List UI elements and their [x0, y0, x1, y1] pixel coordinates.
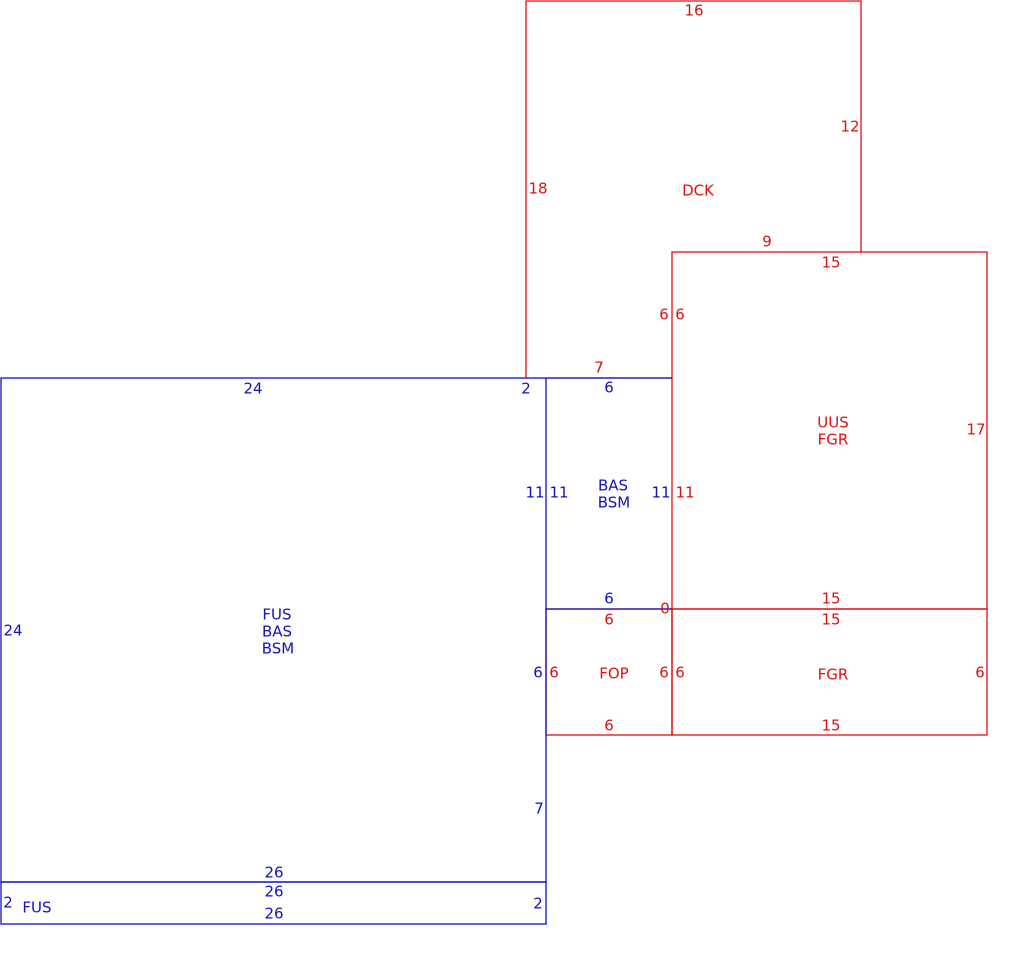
room-uus-name-line1: UUS — [817, 414, 848, 432]
dck-dim-bottom-right: 9 — [762, 233, 772, 251]
uus-dim-top: 15 — [821, 254, 840, 272]
fgr-dim-left: 6 — [675, 664, 685, 682]
uus-dim-left: 11 — [675, 484, 694, 502]
dck-dim-left: 18 — [528, 180, 547, 198]
fus-strip-dim-left: 2 — [3, 894, 13, 912]
room-fus-main-name-line2: BAS — [262, 623, 292, 641]
room-dck-name: DCK — [682, 182, 715, 200]
room-bas-name-line1: BAS — [598, 477, 628, 495]
fop-dim-right: 6 — [659, 664, 669, 682]
dck-dim-right: 12 — [840, 118, 859, 136]
room-fus-main-name-line3: BSM — [262, 640, 295, 658]
bas-dim-left-inner: 11 — [525, 484, 544, 502]
fus-main-dim-left: 24 — [3, 622, 22, 640]
fop-dim-left: 6 — [549, 664, 559, 682]
fus-main-dim-right-low: 7 — [534, 800, 544, 818]
uus-dim-bottom: 15 — [821, 590, 840, 608]
room-dck-outline — [525, 0, 862, 378]
fgr-dim-right: 6 — [975, 664, 985, 682]
room-fop-name: FOP — [599, 665, 628, 683]
bas-dim-left: 11 — [549, 484, 568, 502]
uus-dim-left-upper: 6 — [659, 306, 669, 324]
fus-strip-dim-right: 2 — [533, 895, 543, 913]
fus-strip-dim-bottom: 26 — [264, 905, 283, 923]
fus-strip-dim-top: 26 — [264, 883, 283, 901]
room-fgr-name: FGR — [818, 666, 849, 684]
bas-dim-bottom: 6 — [604, 590, 614, 608]
fus-main-dim-bottom: 26 — [264, 864, 283, 882]
uus-dim-right: 17 — [966, 421, 985, 439]
bas-dim-top: 6 — [604, 379, 614, 397]
room-uus-name-line2: FGR — [818, 431, 849, 449]
fus-main-dim-top: 24 — [243, 380, 262, 398]
fus-main-dim-top-right: 2 — [521, 380, 531, 398]
fop-dim-corner: 0 — [660, 600, 670, 618]
fus-main-dim-right-mid: 6 — [533, 664, 543, 682]
fgr-dim-top: 15 — [821, 611, 840, 629]
fgr-dim-bottom: 15 — [821, 717, 840, 735]
room-fus-strip-name: FUS — [22, 899, 51, 917]
uus-dim-right-upper: 6 — [675, 306, 685, 324]
room-bas-name-line2: BSM — [598, 494, 631, 512]
dck-dim-top: 16 — [684, 2, 703, 20]
room-fus-strip-outline — [0, 881, 547, 925]
dck-dim-bottom-left: 7 — [594, 359, 604, 377]
room-fus-main-name-line1: FUS — [262, 606, 291, 624]
fop-dim-bottom: 6 — [604, 717, 614, 735]
room-fgr-outline — [671, 608, 988, 736]
bas-dim-right: 11 — [651, 484, 670, 502]
fop-dim-top: 6 — [604, 611, 614, 629]
